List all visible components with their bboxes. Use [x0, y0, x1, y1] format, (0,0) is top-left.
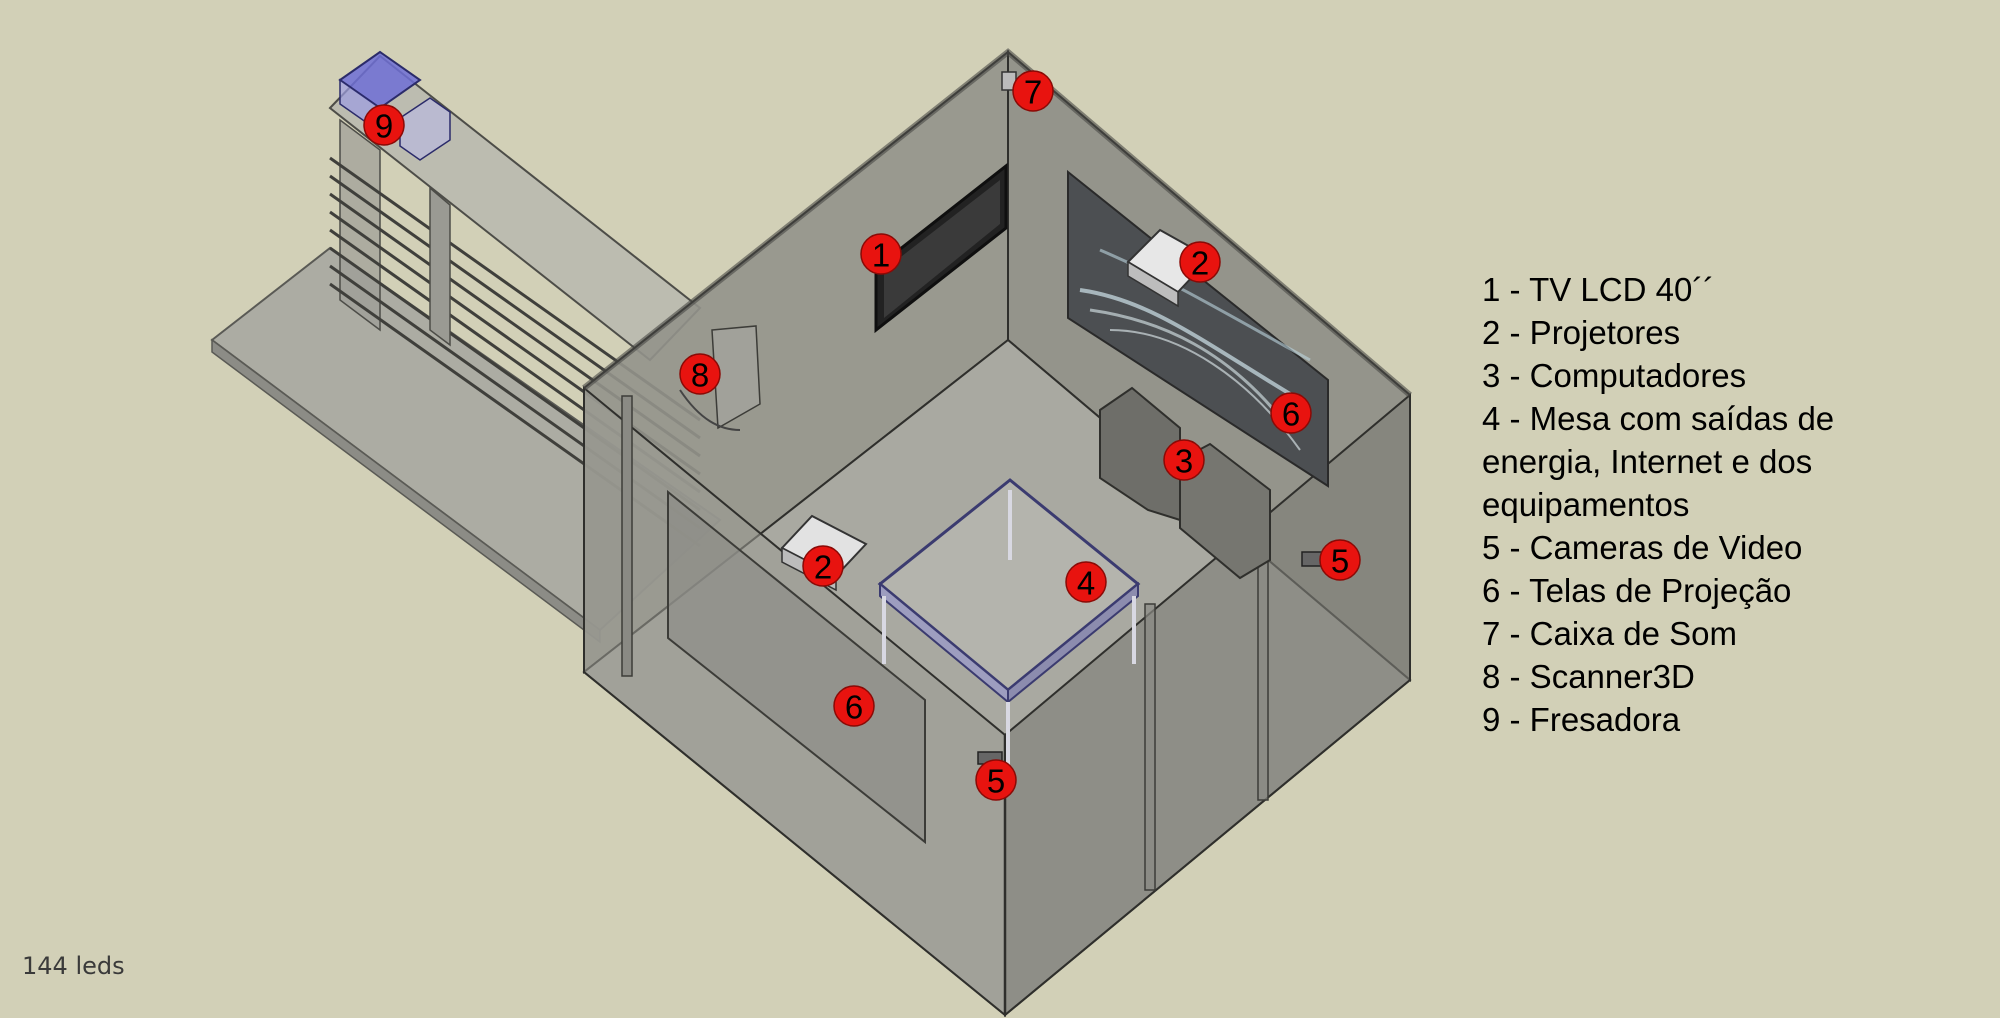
marker-label: 8 [691, 357, 709, 394]
marker-4: 4 [1065, 561, 1107, 603]
marker-6-back: 6 [1270, 392, 1312, 434]
footer-note: 144 leds [22, 952, 125, 980]
marker-label: 3 [1175, 443, 1193, 480]
marker-6-front: 6 [833, 685, 875, 727]
legend-item-6: 6 - Telas de Projeção [1482, 572, 1792, 609]
marker-2-bottom: 2 [802, 545, 844, 587]
marker-2-top: 2 [1179, 241, 1221, 283]
central-table [877, 478, 1141, 770]
marker-7: 7 [1012, 70, 1054, 112]
marker-3: 3 [1163, 439, 1205, 481]
marker-label: 7 [1024, 74, 1042, 111]
marker-label: 6 [1282, 396, 1300, 433]
legend: 1 - TV LCD 40´´ 2 - Projetores 3 - Compu… [1482, 268, 1882, 741]
legend-item-5: 5 - Cameras de Video [1482, 529, 1803, 566]
legend-item-1: 1 - TV LCD 40´´ [1482, 271, 1715, 308]
marker-5-right: 5 [1319, 539, 1361, 581]
marker-label: 6 [845, 689, 863, 726]
legend-item-2: 2 - Projetores [1482, 314, 1681, 351]
marker-label: 2 [814, 549, 832, 586]
marker-label: 2 [1191, 245, 1209, 282]
computer-desk [1099, 386, 1271, 580]
legend-item-4: 4 - Mesa com saídas de energia, Internet… [1482, 400, 1835, 523]
marker-9: 9 [363, 104, 405, 146]
marker-1: 1 [860, 233, 902, 275]
scanner-3d [679, 325, 761, 431]
legend-item-3: 3 - Computadores [1482, 357, 1747, 394]
marker-label: 5 [987, 763, 1005, 800]
marker-label: 1 [872, 237, 890, 274]
legend-item-7: 7 - Caixa de Som [1482, 615, 1737, 652]
marker-5-front: 5 [975, 759, 1017, 801]
marker-8: 8 [679, 353, 721, 395]
marker-label: 9 [375, 108, 393, 145]
legend-item-9: 9 - Fresadora [1482, 701, 1681, 738]
marker-label: 5 [1331, 543, 1349, 580]
projection-screen-front [667, 489, 926, 845]
marker-label: 4 [1077, 565, 1095, 602]
legend-item-8: 8 - Scanner3D [1482, 658, 1695, 695]
tv-lcd [874, 162, 1008, 334]
